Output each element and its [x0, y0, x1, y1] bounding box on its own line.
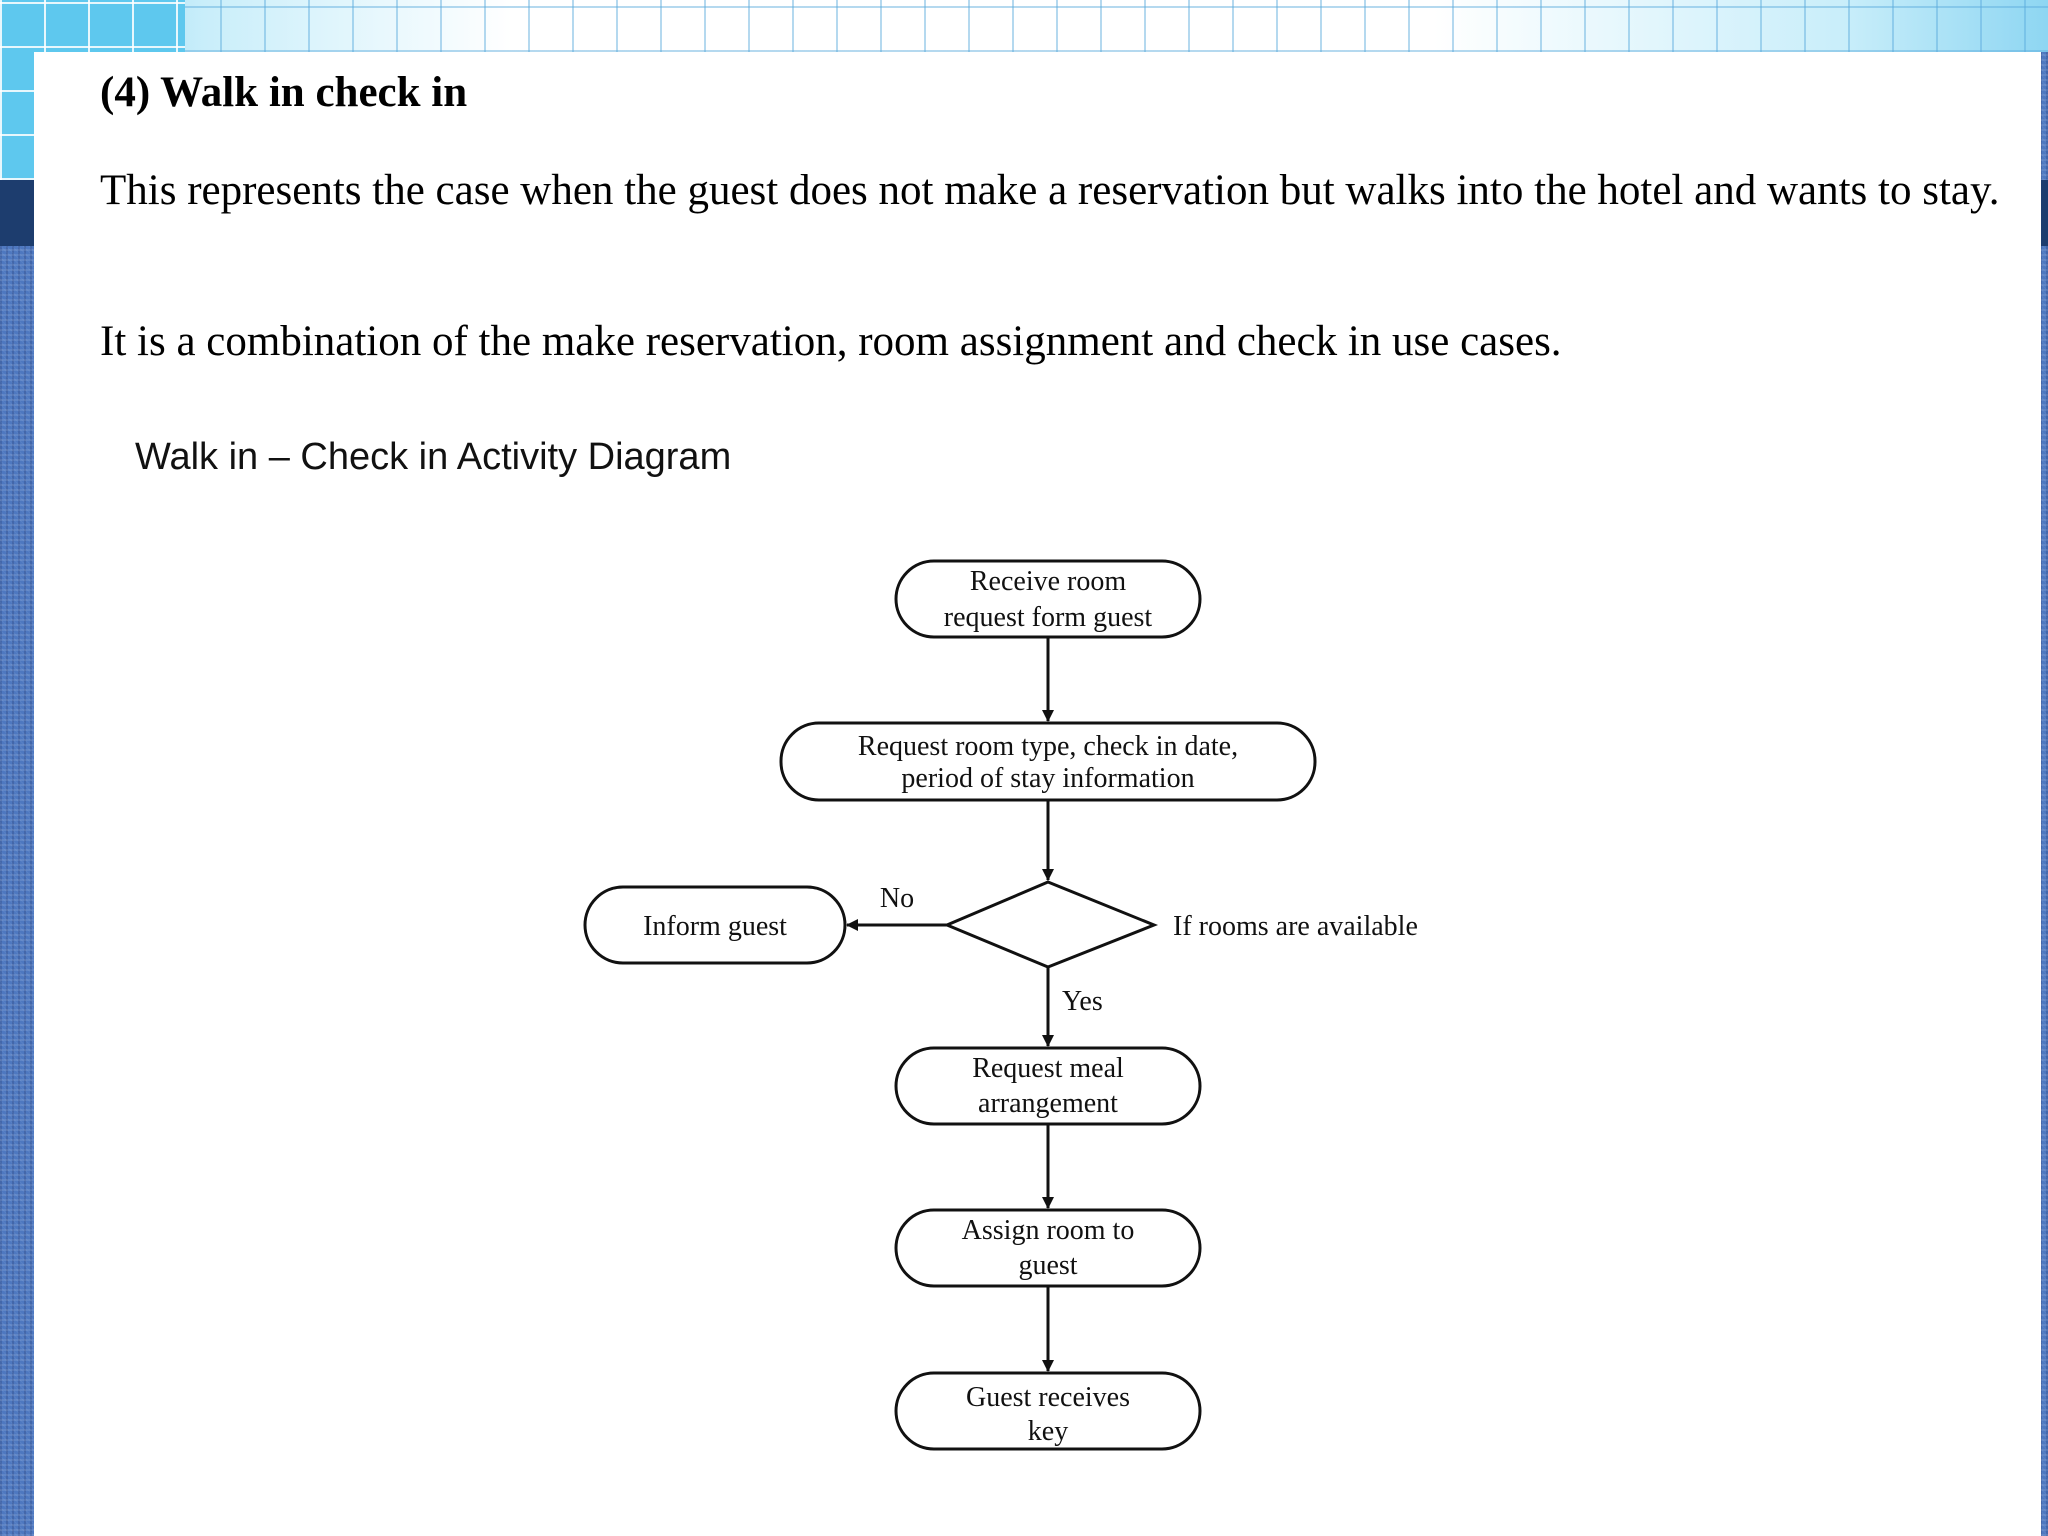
right-accent-bar	[2038, 180, 2048, 246]
node-text-line-2: period of stay information	[901, 763, 1194, 794]
node-text-line-2: guest	[1018, 1250, 1077, 1281]
slide-heading: (4) Walk in check in	[100, 69, 468, 116]
slide-panel: (4) Walk in check in This represents the…	[34, 52, 2041, 1536]
edge-label-yes: Yes	[1062, 986, 1103, 1017]
top-decorative-band	[0, 0, 2048, 52]
node-shape	[894, 1371, 1202, 1451]
node-text-line-1: Inform guest	[643, 911, 787, 942]
node-inform-guest: Inform guest	[583, 885, 847, 965]
edge-label-no: No	[880, 883, 914, 914]
node-meal-arrangement: Request meal arrangement	[894, 1046, 1202, 1126]
node-text-line-1: Assign room to	[962, 1215, 1135, 1246]
node-text-line-2: arrangement	[978, 1088, 1118, 1119]
node-text-line-1: Request meal	[972, 1053, 1124, 1084]
node-text-line-2: request form guest	[944, 602, 1153, 633]
node-guest-receives-key: Guest receives key	[894, 1371, 1202, 1451]
node-receive-room-request: Receive room request form guest	[894, 559, 1202, 639]
paragraph-combination-note: It is a combination of the make reservat…	[100, 318, 1562, 365]
decision-rooms-available: If rooms are available	[943, 880, 1418, 969]
paragraph-walk-in-description: This represents the case when the guest …	[100, 167, 2000, 214]
node-text-line-1: Receive room	[970, 566, 1126, 597]
node-shape	[583, 885, 847, 965]
node-assign-room: Assign room to guest	[894, 1208, 1202, 1288]
decision-label: If rooms are available	[1173, 911, 1418, 942]
node-text-line-1: Request room type, check in date,	[858, 731, 1238, 762]
activity-diagram: Receive room request form guest Request …	[583, 559, 1418, 1451]
decision-diamond	[943, 880, 1159, 969]
node-request-room-info: Request room type, check in date, period…	[779, 721, 1317, 802]
node-text-line-2: key	[1028, 1416, 1068, 1447]
diagram-caption: Walk in – Check in Activity Diagram	[135, 436, 732, 478]
node-text-line-1: Guest receives	[966, 1382, 1130, 1413]
